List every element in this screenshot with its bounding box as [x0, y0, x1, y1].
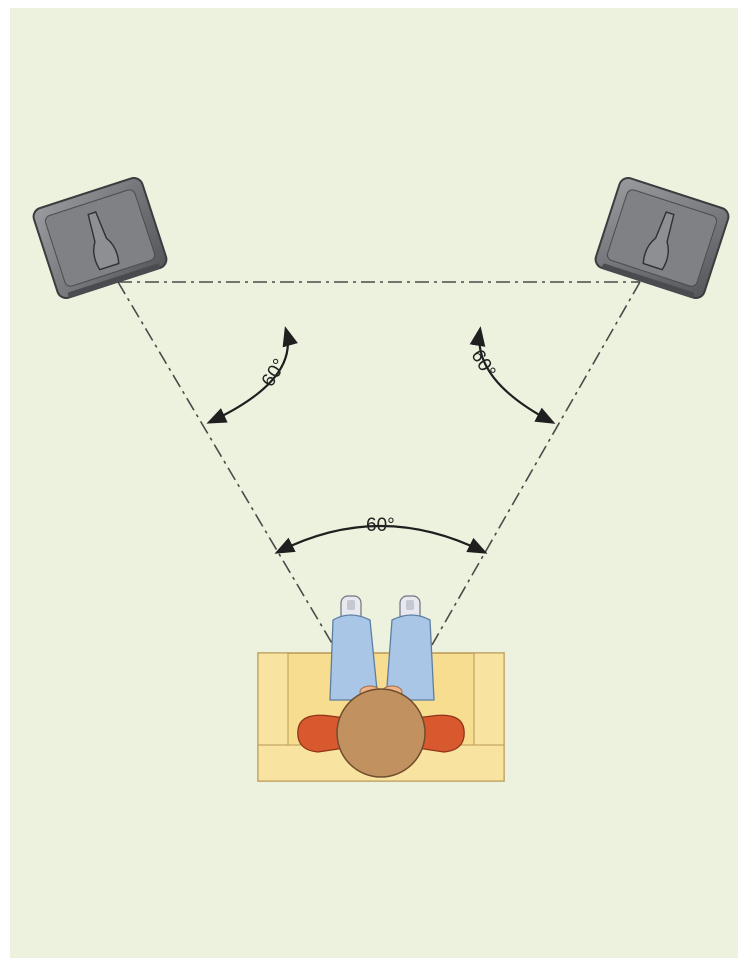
right-speaker-icon	[594, 177, 730, 299]
bottom-angle-label: 60°	[366, 515, 395, 536]
left-angle-label: 60°	[258, 355, 291, 390]
left-angle-arc	[206, 326, 298, 424]
right-angle-label: 60°	[466, 346, 499, 381]
right-angle-arc	[469, 326, 556, 424]
left-speaker-icon	[32, 177, 168, 299]
guide-line-left-speaker-to-listener	[117, 281, 334, 646]
angle-arcs	[206, 326, 556, 554]
guide-lines	[117, 281, 641, 646]
diagram-panel	[10, 8, 738, 958]
bottom-angle-arc	[274, 525, 488, 554]
listener-icon	[297, 595, 465, 778]
guide-line-right-speaker-to-listener	[431, 281, 641, 646]
